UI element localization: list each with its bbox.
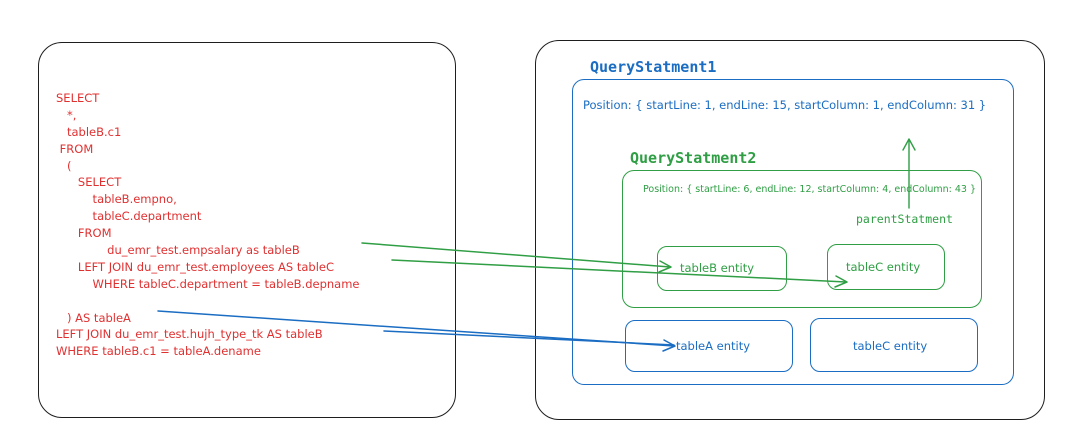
sql-line: ( bbox=[56, 158, 72, 173]
parent-statement-label: parentStatment bbox=[856, 212, 953, 226]
sql-line: tableB.c1 bbox=[56, 124, 122, 139]
query-statement-2-box bbox=[622, 170, 982, 308]
query-statement-2-title: QueryStatment2 bbox=[630, 149, 757, 167]
query-statement-1-title: QueryStatment1 bbox=[590, 58, 717, 76]
sql-line: FROM bbox=[56, 141, 94, 156]
sql-line: LEFT JOIN du_emr_test.employees AS table… bbox=[56, 259, 335, 274]
sql-line: WHERE tableB.c1 = tableA.dename bbox=[56, 344, 261, 359]
sql-code-block: SELECT *, tableB.c1 FROM ( SELECT tableB… bbox=[56, 90, 360, 360]
tableC-entity-inner-label: tableC entity bbox=[846, 260, 921, 274]
sql-line: tableC.department bbox=[56, 209, 202, 224]
query-statement-1-position: Position: { startLine: 1, endLine: 15, s… bbox=[583, 98, 987, 112]
tableB-entity-label: tableB entity bbox=[680, 261, 755, 275]
sql-line: SELECT bbox=[56, 91, 100, 105]
sql-line: *, bbox=[56, 107, 77, 122]
sql-line bbox=[56, 293, 360, 310]
query-statement-2-position: Position: { startLine: 6, endLine: 12, s… bbox=[643, 184, 977, 195]
statement-tree-panel bbox=[535, 40, 1045, 420]
tableA-entity-label: tableA entity bbox=[676, 339, 751, 353]
sql-line: ) AS tableA bbox=[56, 310, 131, 325]
sql-line: LEFT JOIN du_emr_test.hujh_type_tk AS ta… bbox=[56, 327, 323, 342]
sql-line: du_emr_test.empsalary as tableB bbox=[56, 243, 300, 258]
sql-code-panel bbox=[38, 42, 456, 418]
sql-line: WHERE tableC.department = tableB.depname bbox=[56, 276, 360, 291]
sql-line: tableB.empno, bbox=[56, 192, 177, 207]
sql-line: FROM bbox=[56, 226, 112, 241]
tableC-entity-outer-label: tableC entity bbox=[853, 339, 928, 353]
sql-line: SELECT bbox=[56, 175, 122, 190]
query-statement-1-box bbox=[572, 79, 1014, 385]
tableC-entity-outer-box bbox=[810, 318, 978, 372]
